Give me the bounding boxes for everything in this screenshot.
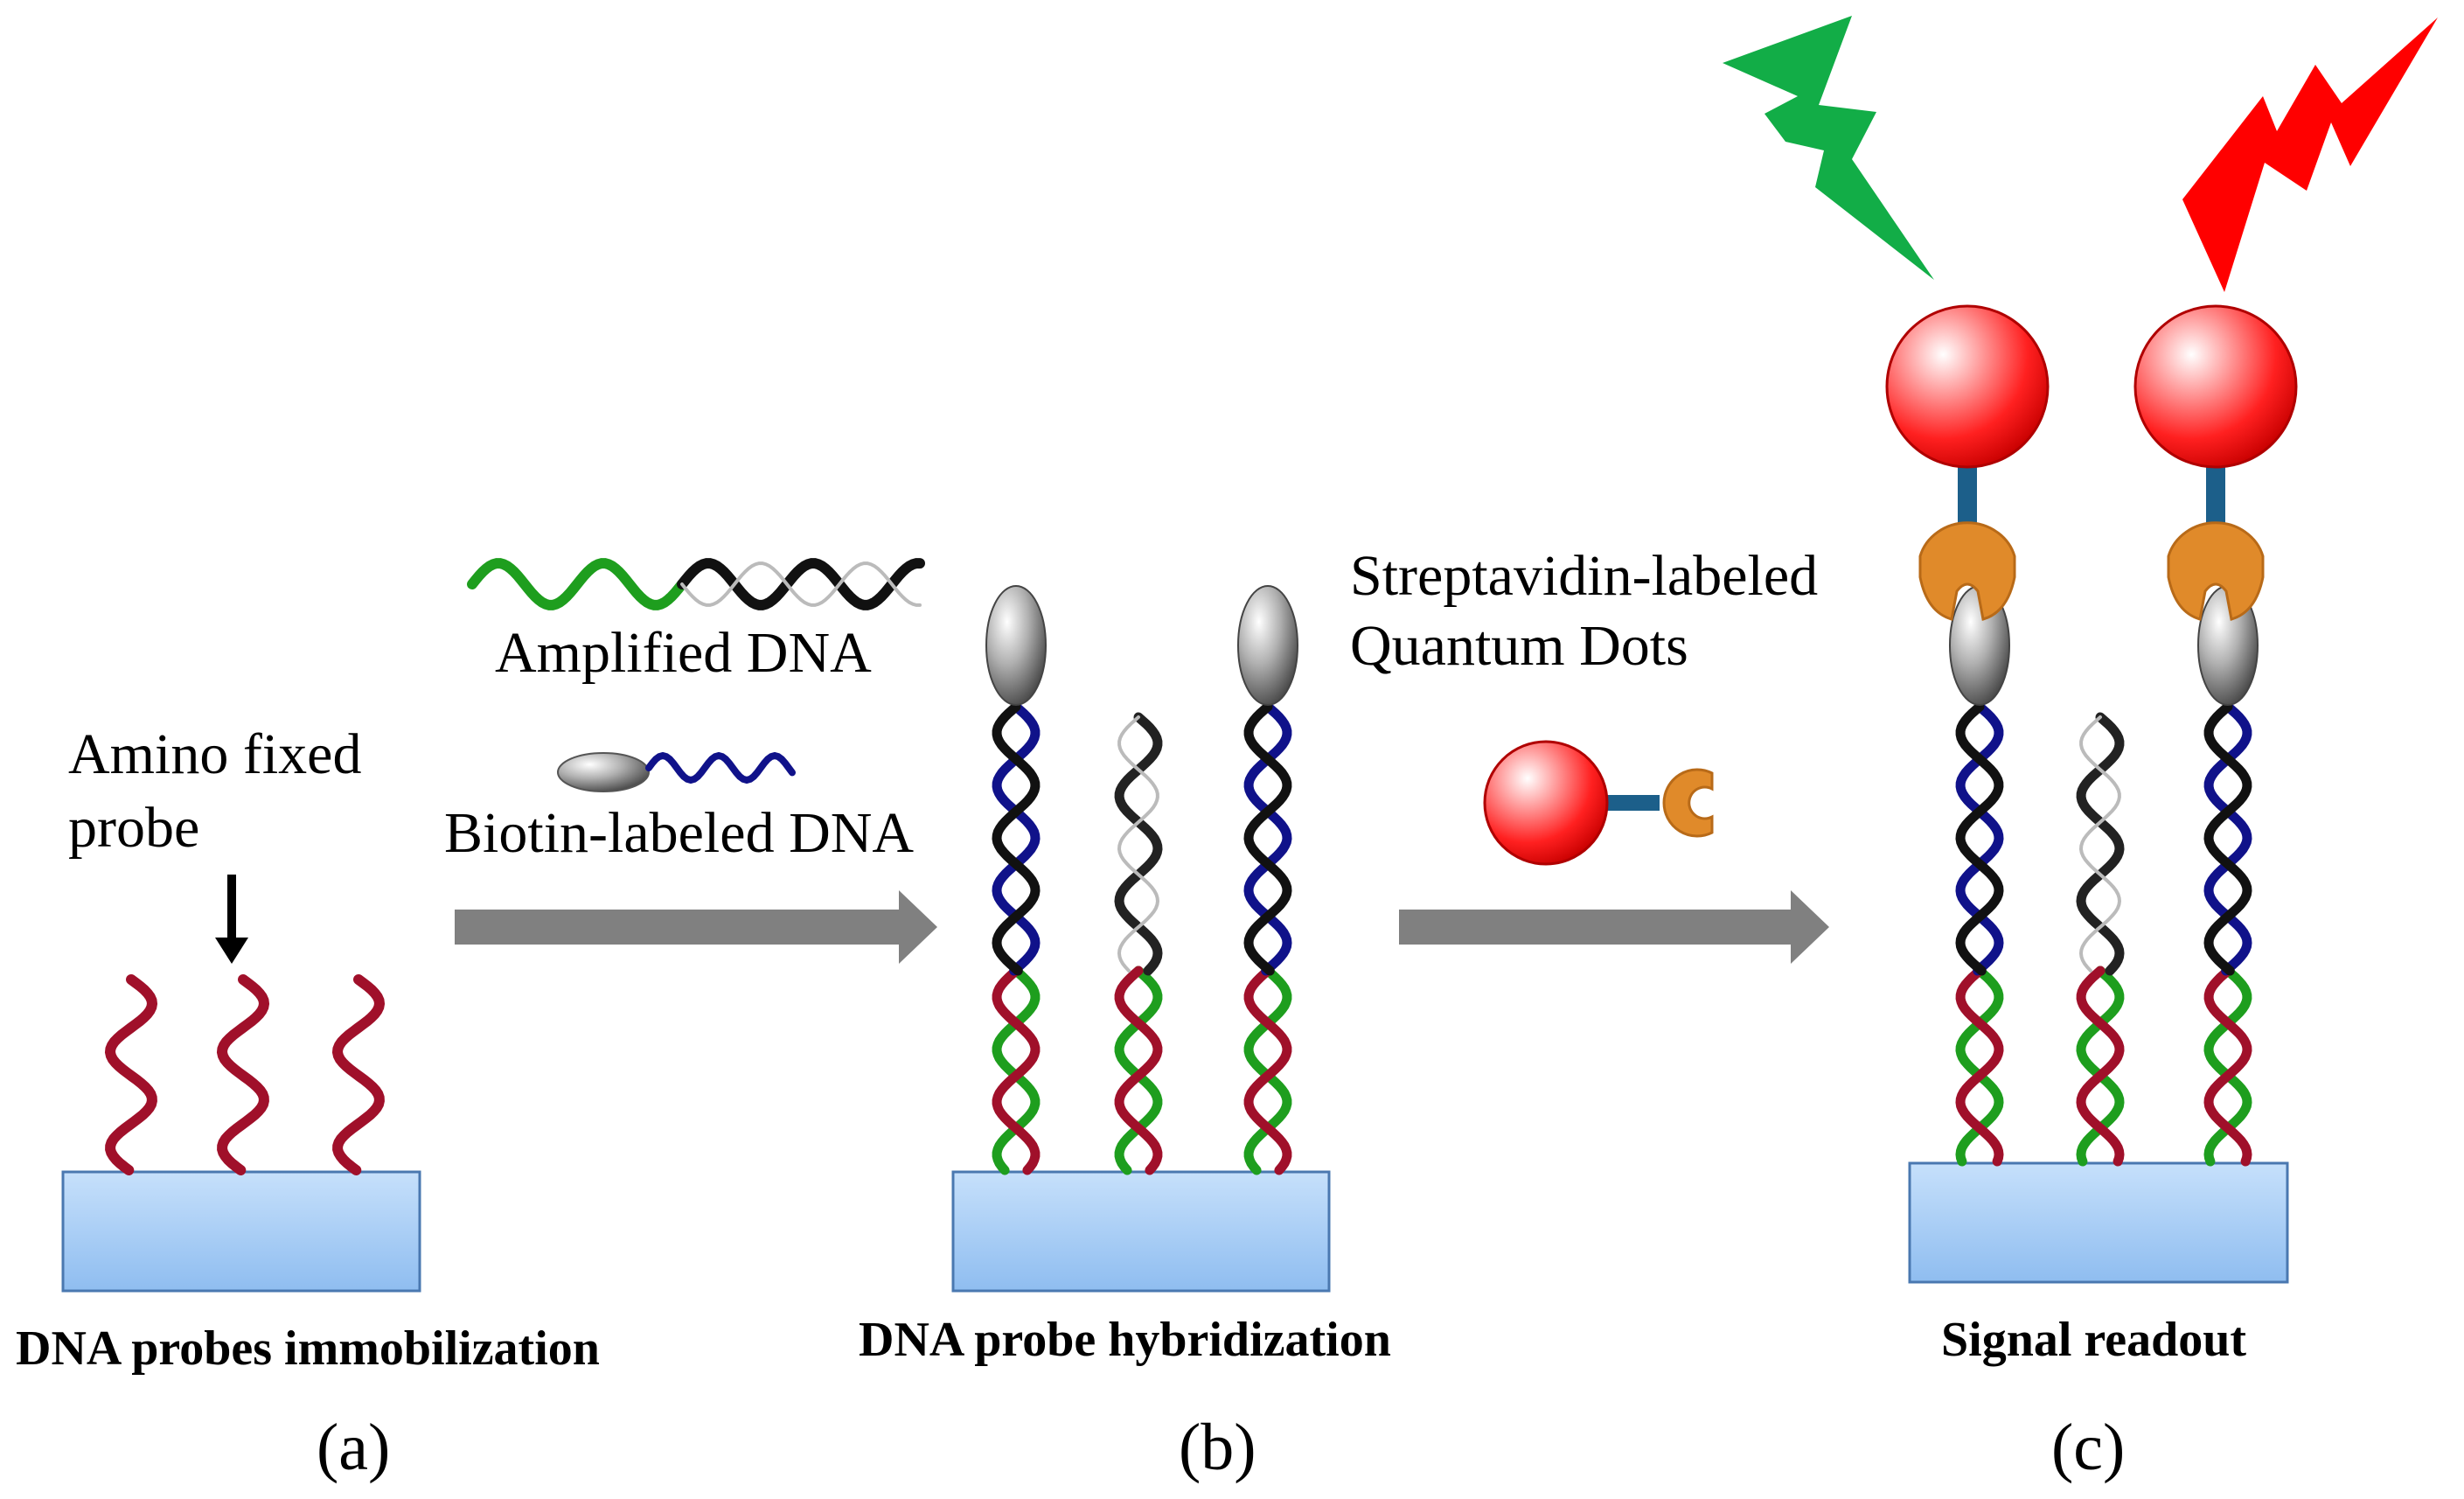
streptavidin-bound	[2167, 521, 2265, 621]
capture-duplex	[992, 966, 1041, 1175]
free-amplicon-strand	[1117, 715, 1160, 973]
amplified-strand	[680, 561, 922, 607]
capture-duplex	[2076, 966, 2125, 1167]
capture-duplex	[1114, 966, 1163, 1175]
substrate-a	[61, 1170, 421, 1293]
substrate-b	[951, 1170, 1331, 1293]
biotin-strand	[645, 751, 796, 784]
streptavidin-icon	[1662, 768, 1714, 838]
detection-duplex	[2203, 701, 2252, 976]
capture-duplex	[1114, 966, 1163, 1175]
detection-duplex	[1243, 701, 1292, 976]
amplified-label: Amplified DNA	[495, 621, 872, 685]
probe-strand	[216, 974, 270, 1175]
panel-b: DNA probe hybridization (b)	[859, 585, 1391, 1484]
probe-strand	[331, 974, 386, 1175]
caption-b: DNA probe hybridization	[859, 1313, 1391, 1367]
biotin-icon	[557, 752, 650, 792]
free-amplicon-strand	[2076, 712, 2125, 976]
capture-duplex	[1243, 966, 1292, 1175]
biotin-marker	[985, 585, 1047, 706]
detection-duplex	[1955, 701, 2004, 976]
amino-label-line2: probe	[68, 796, 199, 860]
detection-duplex	[992, 701, 1041, 976]
green-emission-bolt	[1723, 16, 1934, 280]
biotin-marker	[1237, 585, 1298, 706]
detection-duplex	[992, 701, 1041, 976]
detection-duplex	[2203, 701, 2252, 976]
detection-duplex	[1955, 701, 2004, 976]
amplified-strand	[677, 558, 925, 610]
probe-strand	[104, 974, 158, 1175]
letter-c: (c)	[2051, 1411, 2125, 1484]
probe-strands-a	[104, 974, 386, 1175]
letter-a: (a)	[317, 1411, 390, 1484]
detection-duplex	[1243, 701, 1292, 976]
streptavidin-bound	[1918, 521, 2016, 621]
caption-c: Signal readout	[1941, 1313, 2246, 1367]
streptavidin-qd-legend: Streptavidin-labeled Quantum Dots	[1350, 544, 1818, 866]
panel-a: Amino fixed probe DNA probes immobilizat…	[16, 722, 600, 1484]
quantum-dot	[1885, 304, 2050, 469]
hybridized-duplexes-c	[1955, 701, 2252, 1167]
streptavidin-label-line2: Quantum Dots	[1350, 614, 1688, 678]
red-emission-bolt	[2182, 17, 2438, 292]
capture-duplex	[992, 966, 1041, 1175]
biotin-dna-legend: Biotin-labeled DNA	[444, 751, 914, 865]
capture-duplex	[1955, 966, 2004, 1167]
capture-duplex	[1243, 966, 1292, 1175]
process-arrow-1	[455, 890, 937, 964]
streptavidin-label-line1: Streptavidin-labeled	[1350, 544, 1818, 608]
capture-duplex	[2203, 966, 2252, 1167]
letter-b: (b)	[1179, 1411, 1256, 1484]
process-arrow-2	[1399, 890, 1829, 964]
amplified-dna-legend: Amplified DNA	[467, 558, 925, 685]
biotin-label: Biotin-labeled DNA	[444, 801, 914, 865]
caption-a: DNA probes immobilization	[16, 1321, 600, 1376]
quantum-dot-icon	[1483, 740, 1609, 866]
amplified-strand	[467, 558, 687, 610]
hybridized-duplexes-b	[992, 701, 1292, 1175]
quantum-dot	[2133, 304, 2298, 469]
amino-label-line1: Amino fixed	[68, 722, 361, 786]
down-arrow-head	[215, 938, 248, 964]
free-amplicon-strand	[1114, 712, 1163, 976]
substrate-c	[1908, 1161, 2289, 1284]
panel-c: Signal readout (c)	[1723, 16, 2438, 1484]
free-amplicon-strand	[2078, 715, 2122, 973]
